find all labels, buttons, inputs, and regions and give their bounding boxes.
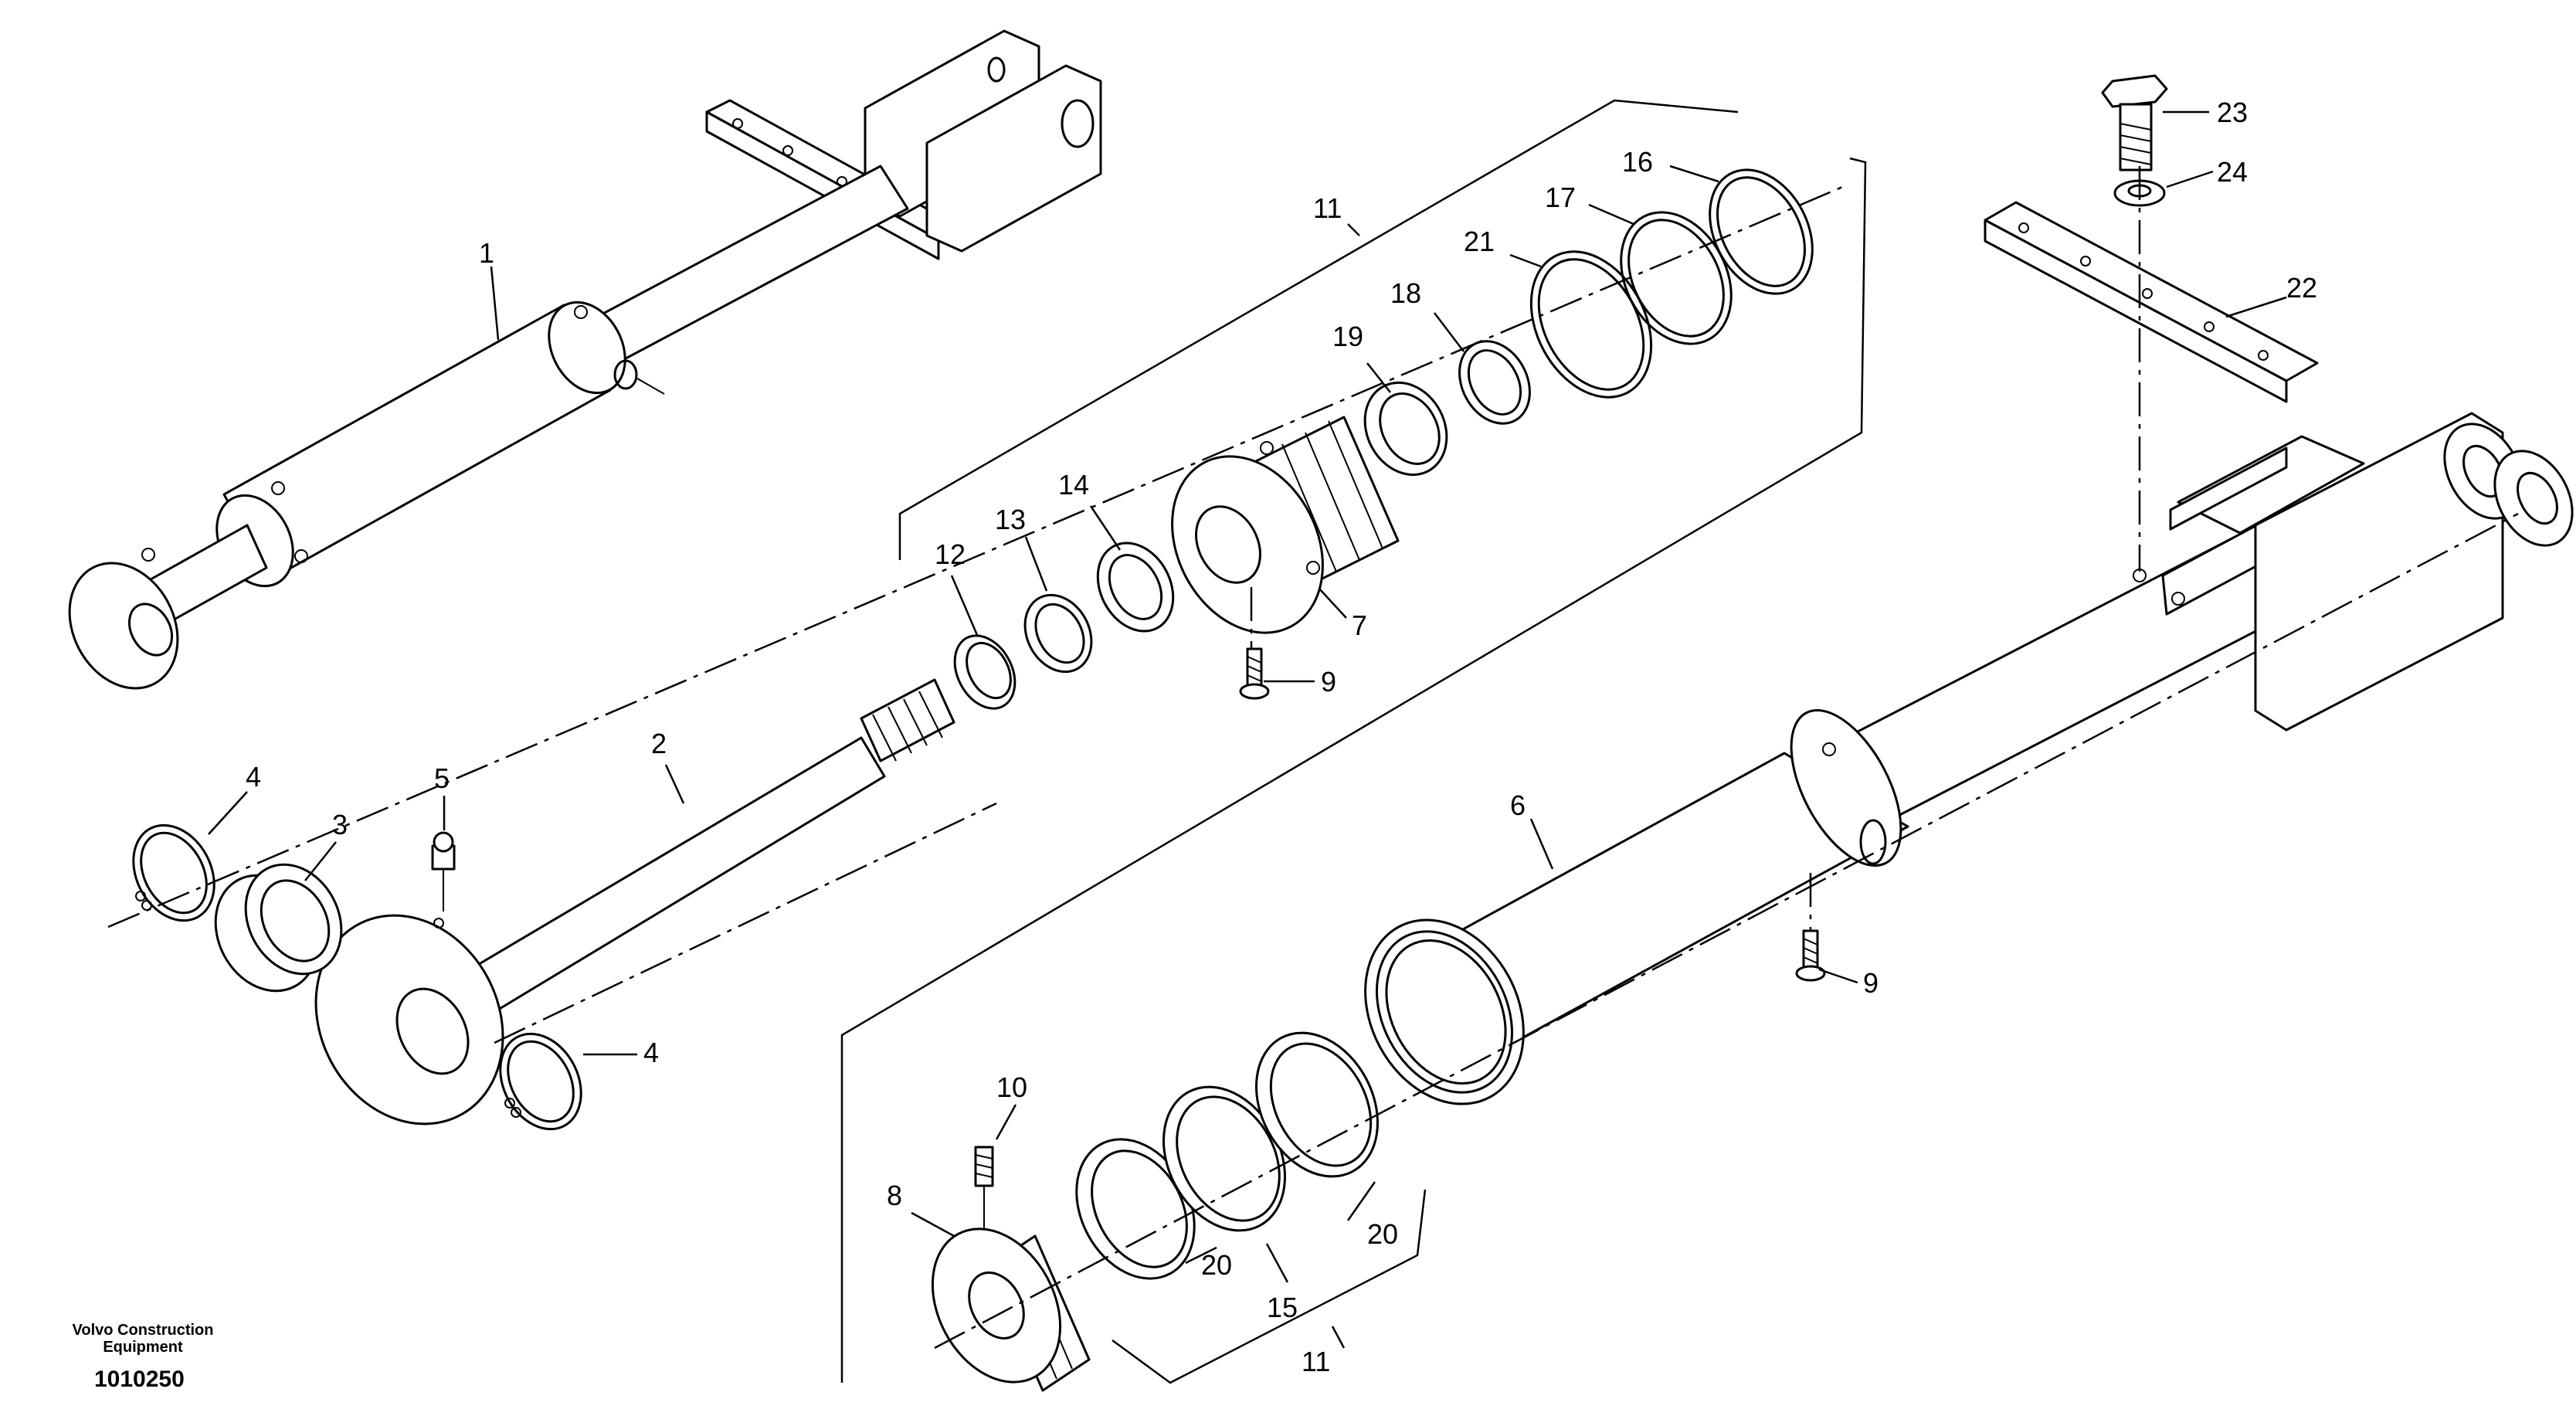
part-1-cylinder-assembly bbox=[68, 29, 1102, 690]
part-16-o-ring bbox=[1709, 168, 1814, 295]
kit-11-brackets bbox=[840, 99, 1867, 1384]
callout-9-lower: 9 bbox=[1863, 967, 1879, 999]
callout-21: 21 bbox=[1464, 226, 1495, 257]
callout-11-lower: 11 bbox=[1302, 1346, 1330, 1377]
part-7-cylinder-head bbox=[1171, 416, 1400, 634]
brand-line-1: Volvo Construction bbox=[73, 1322, 214, 1339]
callout-6: 6 bbox=[1510, 789, 1526, 821]
callout-3: 3 bbox=[332, 809, 348, 840]
part-5-grease-nipple bbox=[431, 831, 456, 912]
callout-2: 2 bbox=[651, 728, 667, 759]
part-6-cylinder-barrel bbox=[1364, 412, 2574, 1105]
callout-20-lower: 20 bbox=[1201, 1249, 1232, 1281]
callout-11-upper: 11 bbox=[1313, 192, 1342, 224]
callout-19: 19 bbox=[1332, 321, 1363, 352]
callout-16: 16 bbox=[1622, 146, 1653, 178]
part-13-wiper bbox=[1023, 593, 1093, 674]
callout-14: 14 bbox=[1058, 469, 1089, 501]
part-2-piston-rod bbox=[314, 678, 955, 1126]
leader-lines bbox=[208, 110, 2287, 1349]
part-8-piston bbox=[931, 1227, 1091, 1392]
callout-1: 1 bbox=[479, 237, 494, 269]
callout-22: 22 bbox=[2286, 272, 2317, 304]
part-19-guide-ring bbox=[1363, 381, 1448, 477]
callout-18: 18 bbox=[1390, 277, 1421, 309]
part-10-set-screw bbox=[974, 1146, 994, 1228]
callout-13: 13 bbox=[995, 504, 1026, 535]
part-3-bushing bbox=[214, 863, 343, 993]
drawing-number: 1010250 bbox=[94, 1367, 185, 1392]
part-14-bushing bbox=[1096, 542, 1175, 633]
callout-9-upper: 9 bbox=[1321, 666, 1336, 698]
part-18-seal bbox=[1458, 340, 1531, 425]
brand-line-2: Equipment bbox=[103, 1339, 183, 1356]
part-20-piston-ring-upper bbox=[1255, 1031, 1379, 1178]
part-4-snap-ring-upper bbox=[132, 823, 216, 922]
footer: Volvo Construction Equipment 1010250 bbox=[73, 1322, 214, 1392]
callout-12: 12 bbox=[935, 538, 966, 570]
part-9-screw-lower bbox=[1795, 929, 1826, 982]
assembly-axes bbox=[107, 166, 2519, 1350]
part-12-seal bbox=[953, 634, 1016, 710]
callout-labels: 1 2 3 4 4 5 6 7 8 9 9 10 11 11 12 13 14 … bbox=[246, 97, 2317, 1377]
part-9-screw-upper bbox=[1239, 647, 1270, 700]
callout-10: 10 bbox=[996, 1071, 1027, 1103]
part-23-hex-bolt bbox=[2101, 74, 2168, 171]
callout-17: 17 bbox=[1545, 182, 1576, 213]
callout-5: 5 bbox=[434, 762, 450, 794]
callout-4-upper: 4 bbox=[246, 761, 261, 793]
callout-8: 8 bbox=[887, 1180, 902, 1211]
callout-15: 15 bbox=[1267, 1292, 1298, 1323]
callout-24: 24 bbox=[2217, 156, 2248, 188]
callout-23: 23 bbox=[2217, 97, 2248, 128]
part-4-snap-ring-lower bbox=[499, 1032, 582, 1131]
callout-20-upper: 20 bbox=[1367, 1218, 1398, 1250]
callout-7: 7 bbox=[1352, 609, 1367, 641]
part-22-mounting-bar bbox=[1984, 201, 2319, 403]
callout-4-lower: 4 bbox=[643, 1037, 659, 1068]
part-20-piston-ring-lower bbox=[1075, 1138, 1196, 1280]
